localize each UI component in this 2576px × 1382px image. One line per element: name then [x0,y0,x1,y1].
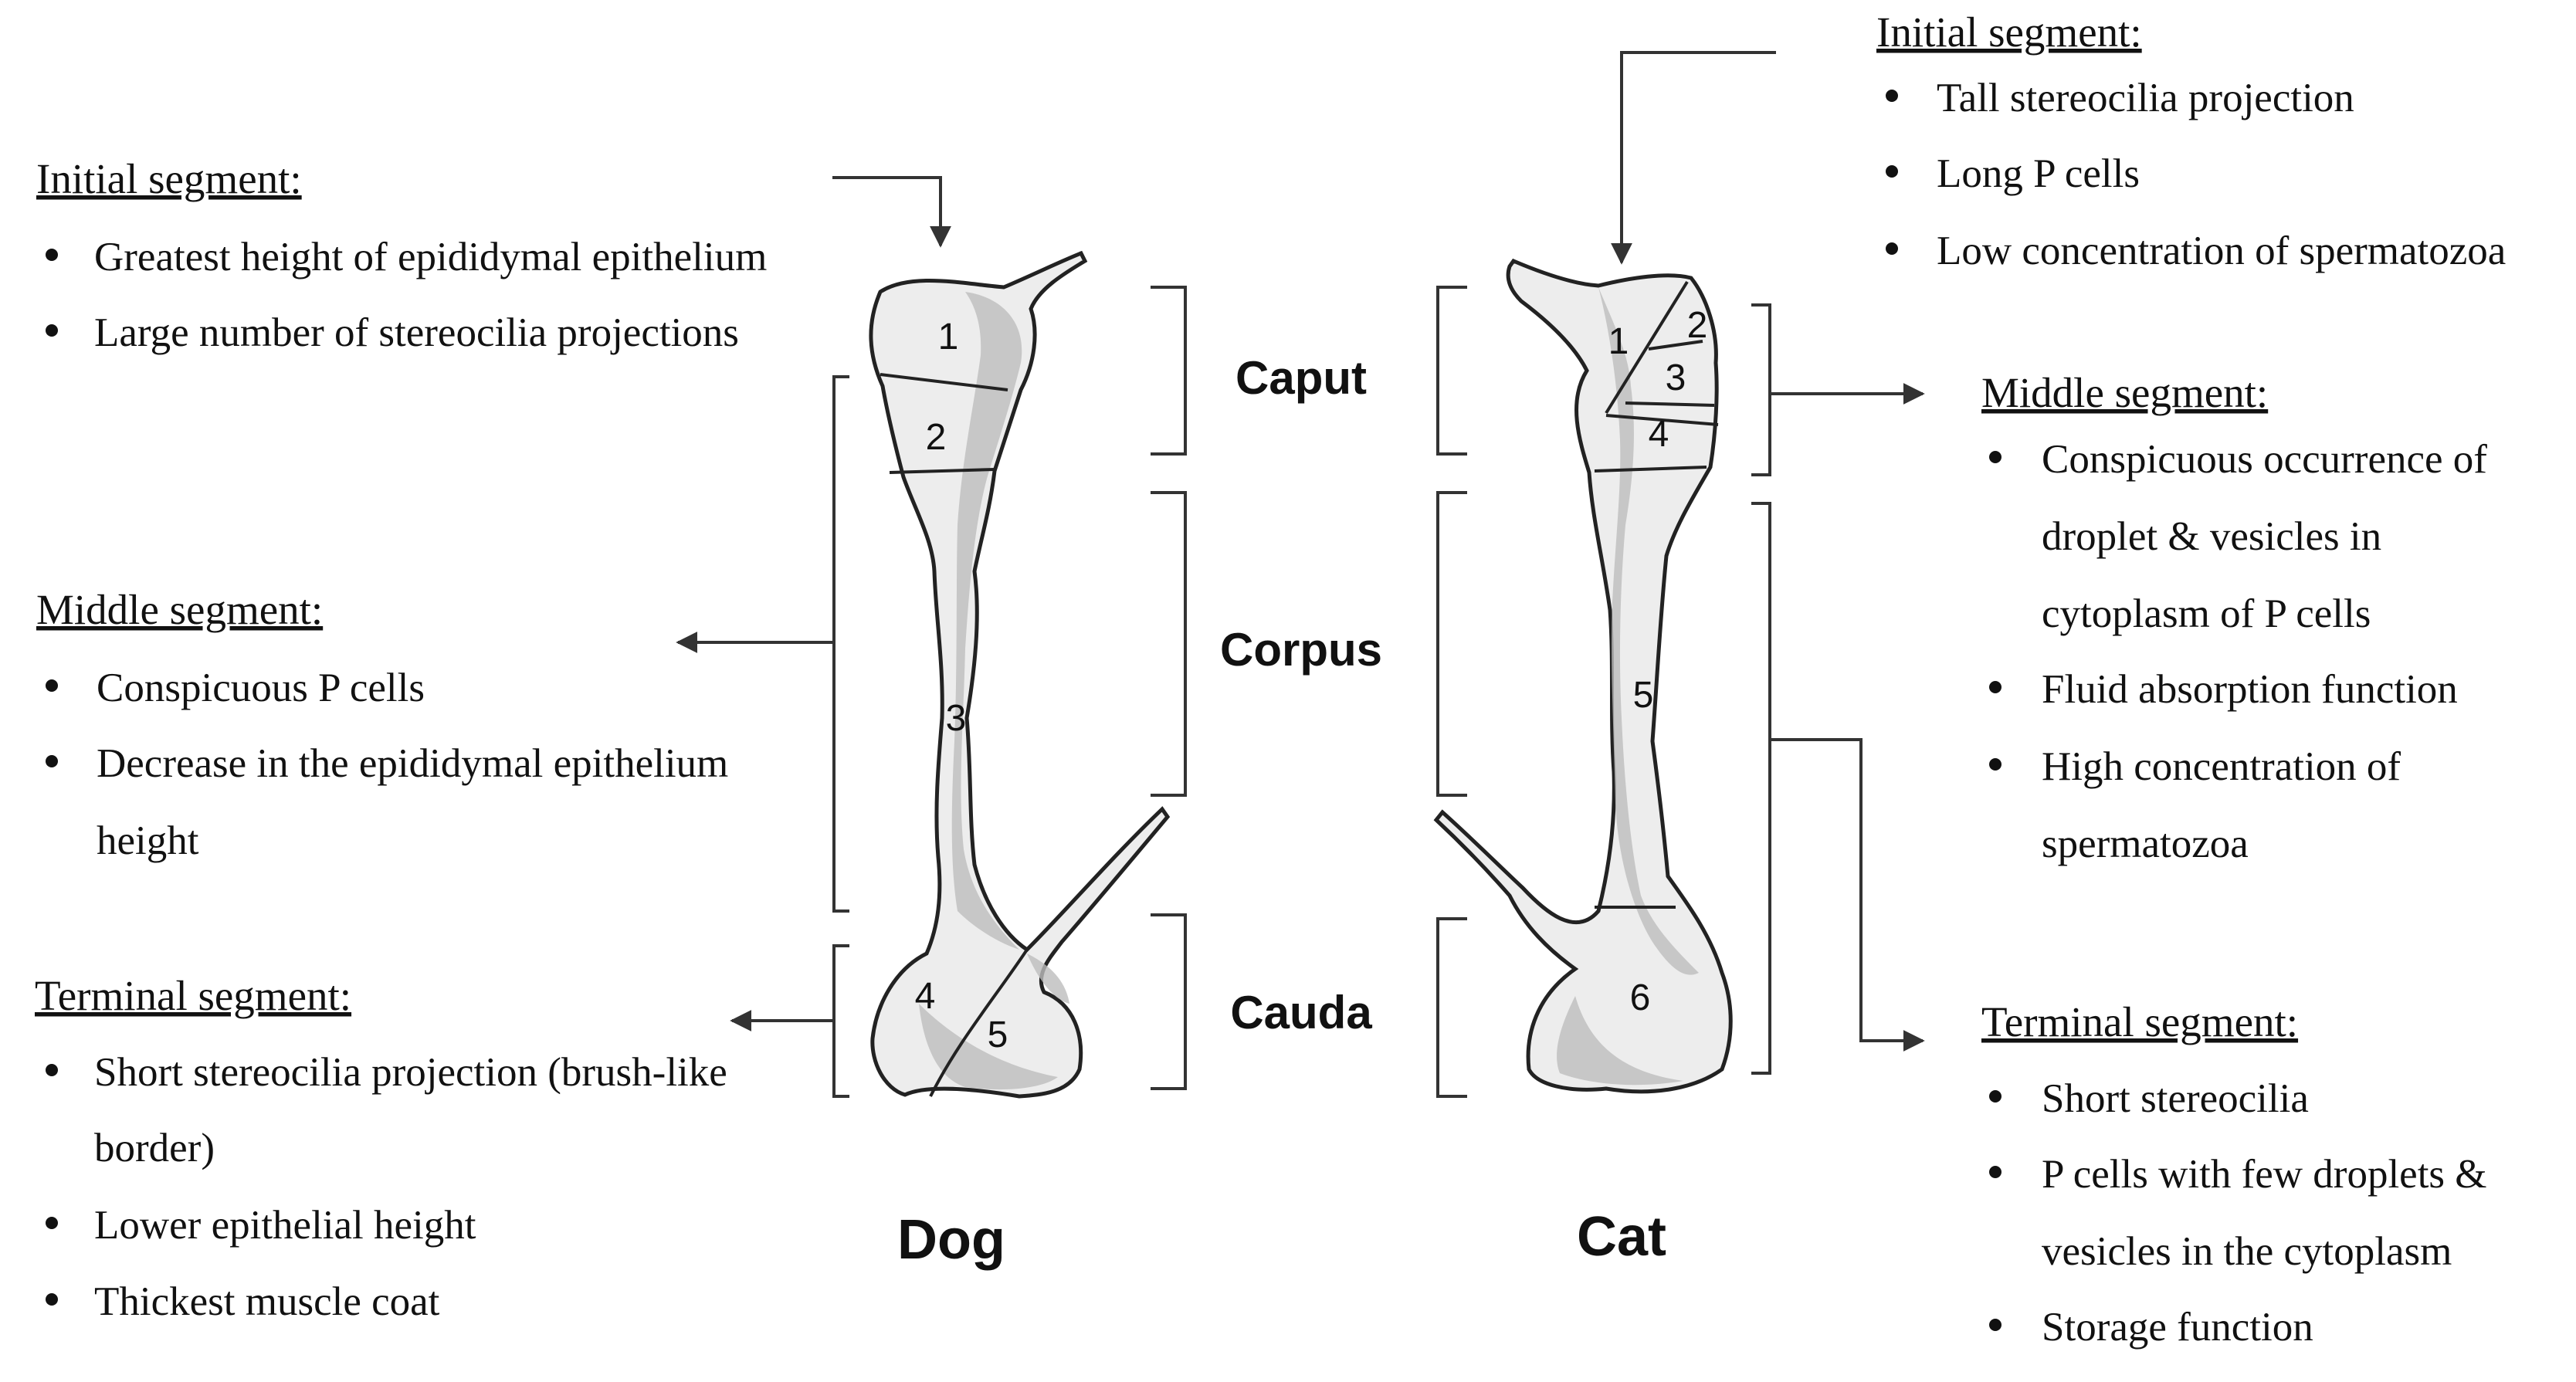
dog-terminal-segment-block: Terminal segment: Short stereocilia proj… [35,972,727,1324]
cat-terminal-arrow [1771,738,1925,1052]
dog-caput-bracket [1151,286,1187,456]
cat-initial-item-2: Long P cells [1937,151,2140,196]
dog-middle-title: Middle segment: [36,586,323,633]
corpus-label: Corpus [1220,624,1382,676]
cat-terminal-title: Terminal segment: [1981,998,2298,1045]
bullet [46,679,58,692]
dog-terminal-item-2: Lower epithelial height [94,1203,476,1248]
bullet [1989,1319,2001,1331]
bullet [46,249,58,261]
dog-terminal-title: Terminal segment: [35,972,351,1019]
dog-terminal-item-1-cont: border) [94,1126,215,1170]
dog-corpus-bracket [1151,491,1187,797]
cat-middle-item-1-cont-a: droplet & vesicles in [2042,514,2381,559]
bullet [1989,758,2001,771]
cat-initial-item-1: Tall stereocilia projection [1937,76,2354,120]
cat-middle-item-3: High concentration of [2042,744,2401,789]
dog-segment-numbers: 1 2 3 4 5 [915,317,1008,1055]
caput-label: Caput [1235,352,1367,404]
cat-corpus-bracket [1436,491,1467,797]
cat-seg-3: 3 [1666,357,1686,398]
dog-terminal-item-1: Short stereocilia projection (brush-like [94,1050,727,1095]
cat-initial-title: Initial segment: [1876,8,2142,56]
cat-seg-4: 4 [1649,414,1669,455]
dog-epididymis [869,250,1171,1099]
region-brackets [832,286,1771,1098]
bullet [1886,165,1898,178]
dog-initial-arrow [832,176,951,248]
cat-middle-bracket [1751,303,1771,476]
dog-middle-segment-block: Middle segment: Conspicuous P cells Decr… [36,586,728,863]
bullet [46,324,58,337]
cat-initial-arrow [1611,51,1776,265]
dog-seg-2: 2 [926,417,947,458]
cat-middle-title: Middle segment: [1981,369,2268,416]
cat-terminal-bracket [1751,502,1771,1075]
bullet [1989,1090,2001,1103]
dog-cauda-bracket [1151,913,1187,1090]
cat-caput-bracket [1436,286,1467,456]
dog-terminal-item-3: Thickest muscle coat [94,1279,440,1324]
bullet [46,1293,58,1306]
cat-epididymis [1433,258,1733,1094]
dog-seg-5: 5 [988,1014,1008,1055]
cat-seg-5: 5 [1633,675,1654,716]
cat-terminal-item-3: Storage function [2042,1305,2313,1350]
bullet [1886,90,1898,102]
bullet [1989,681,2001,693]
bullet [1989,451,2001,463]
cat-initial-segment-block: Initial segment: Tall stereocilia projec… [1876,8,2506,273]
dog-initial-title: Initial segment: [36,155,302,202]
dog-seg-3: 3 [946,698,967,739]
dog-initial-item-1: Greatest height of epididymal epithelium [94,235,767,279]
bullet [1989,1166,2001,1178]
dog-middle-item-2-cont: height [97,818,199,863]
cauda-label: Cauda [1230,987,1372,1038]
cat-seg-2: 2 [1687,305,1708,346]
bullet [46,1064,58,1076]
dog-seg-1: 1 [938,317,959,357]
dog-initial-segment-block: Initial segment: Greatest height of epid… [36,155,767,355]
dog-initial-item-2: Large number of stereocilia projections [94,310,739,355]
dog-terminal-bracket [832,944,849,1098]
bullet [46,1217,58,1229]
cat-middle-item-2: Fluid absorption function [2042,667,2458,712]
cat-seg-6: 6 [1630,977,1651,1018]
dog-middle-item-2: Decrease in the epididymal epithelium [97,741,728,786]
cat-label: Cat [1577,1206,1666,1268]
dog-seg-4: 4 [915,976,936,1017]
connector-arrows [676,51,1925,1052]
cat-middle-segment-block: Middle segment: Conspicuous occurrence o… [1981,369,2487,866]
cat-terminal-item-1: Short stereocilia [2042,1076,2309,1121]
cat-terminal-item-2: P cells with few droplets & [2042,1152,2487,1197]
dog-middle-bracket [832,375,849,913]
cat-middle-item-3-cont: spermatozoa [2042,821,2249,866]
bullet [1886,242,1898,255]
bullet [46,755,58,767]
dog-middle-item-1: Conspicuous P cells [97,666,425,710]
cat-segment-numbers: 1 2 3 4 5 6 [1608,305,1708,1018]
cat-cauda-bracket [1436,917,1467,1098]
cat-initial-item-3: Low concentration of spermatozoa [1937,229,2506,273]
cat-middle-item-1: Conspicuous occurrence of [2042,437,2487,482]
cat-seg-1: 1 [1608,321,1629,362]
cat-terminal-segment-block: Terminal segment: Short stereocilia P ce… [1981,998,2487,1350]
cat-middle-item-1-cont-b: cytoplasm of P cells [2042,591,2371,636]
dog-label: Dog [897,1209,1005,1271]
cat-terminal-item-2-cont: vesicles in the cytoplasm [2042,1229,2452,1274]
